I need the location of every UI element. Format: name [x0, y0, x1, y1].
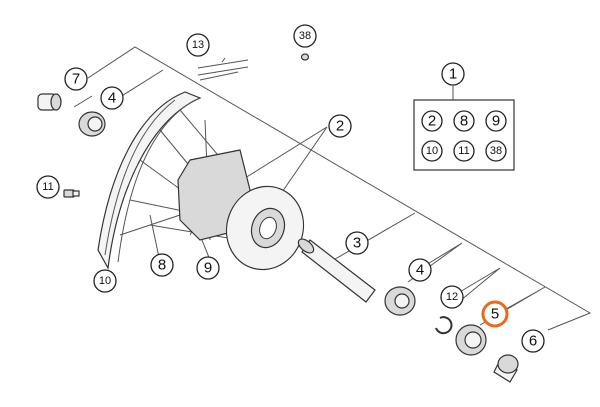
callout-6: 6: [521, 329, 545, 353]
callout-8-label: 8: [158, 257, 166, 274]
kit-item-4: 11: [453, 140, 475, 162]
callout-9: 9: [196, 256, 220, 280]
callout-10-label: 10: [99, 275, 111, 287]
kit-item-5-label: 38: [490, 145, 502, 157]
kit-item-2: 9: [485, 110, 507, 132]
kit-item-5: 38: [485, 140, 507, 162]
kit-item-0-label: 2: [428, 113, 436, 130]
callout-1-label: 1: [449, 66, 457, 83]
right-spacer: [493, 354, 519, 383]
callout-5-label: 5: [491, 306, 499, 323]
seal-ring: [455, 324, 487, 356]
right-bearing: [384, 286, 416, 316]
kit-item-0: 2: [421, 110, 443, 132]
callout-38-label: 38: [299, 30, 311, 42]
callout-13: 13: [186, 33, 210, 57]
left-bearing: [78, 111, 106, 137]
callout-38: 38: [293, 24, 317, 48]
kit-item-1: 8: [453, 110, 475, 132]
kit-item-4-label: 11: [458, 145, 469, 157]
callout-9-label: 9: [204, 260, 212, 277]
callout-12: 12: [440, 285, 464, 309]
axle-tube: [297, 238, 376, 303]
callout-3-label: 3: [353, 235, 361, 252]
callout-5: 5: [481, 300, 509, 328]
callout-4b-label: 4: [416, 262, 424, 279]
callout-10: 10: [93, 269, 117, 293]
callout-12-label: 12: [446, 291, 458, 303]
callout-4a-label: 4: [108, 90, 116, 107]
valve-bolt: [63, 189, 80, 198]
callout-7: 7: [64, 67, 88, 91]
kit-item-3-label: 10: [426, 145, 438, 157]
kit-item-3: 10: [421, 140, 443, 162]
kit-item-1-label: 8: [460, 113, 468, 130]
left-spacer: [37, 93, 62, 111]
callout-11-label: 11: [42, 181, 53, 193]
circlip: [435, 316, 453, 335]
callout-2: 2: [328, 114, 352, 138]
callout-4a: 4: [100, 86, 124, 110]
callout-1: 1: [441, 62, 465, 86]
callout-8: 8: [150, 253, 174, 277]
callout-3: 3: [345, 231, 369, 255]
hub: [177, 149, 305, 271]
kit-item-2-label: 9: [492, 113, 500, 130]
leader-lines: [73, 46, 592, 331]
rim-strips: [197, 59, 249, 81]
callout-6-label: 6: [529, 333, 537, 350]
callout-11: 11: [36, 175, 60, 199]
callout-7-label: 7: [72, 71, 80, 88]
callout-13-label: 13: [192, 39, 204, 51]
callout-2-label: 2: [336, 118, 344, 135]
small-nut: [300, 53, 310, 61]
callout-4b: 4: [408, 258, 432, 282]
